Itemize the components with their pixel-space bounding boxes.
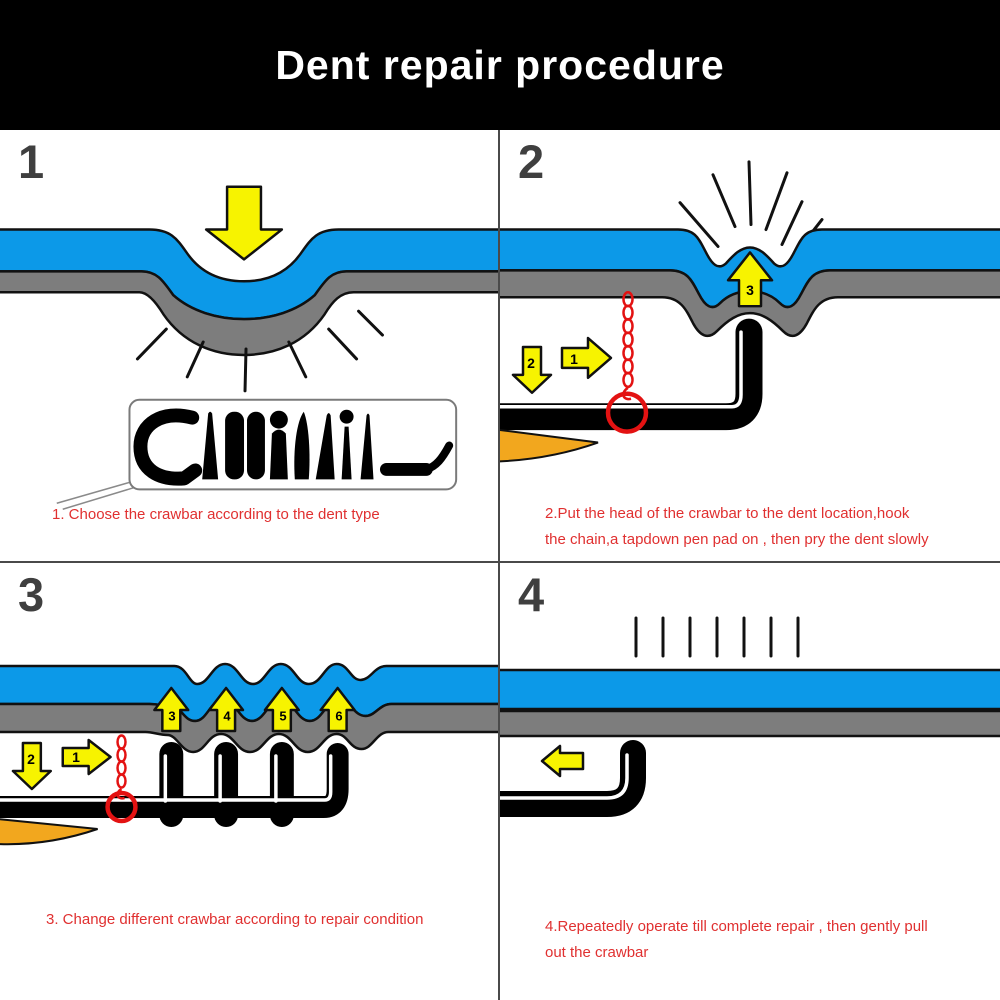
arrow-label-down: 2 xyxy=(27,751,35,767)
panel-grid: 1 1. Choose the crawbar according to the… xyxy=(0,130,1000,1000)
crowbar-highlight xyxy=(0,754,333,802)
arrow-label-up: 3 xyxy=(746,282,754,298)
caption-line: 4.Repeatedly operate till complete repai… xyxy=(545,918,928,935)
step-caption: 1. Choose the crawbar according to the d… xyxy=(52,502,380,528)
panel-step-1: 1 1. Choose the crawbar according to the… xyxy=(0,130,500,563)
arrow-up xyxy=(207,686,245,733)
crowbar-highlight xyxy=(500,753,629,800)
tool-silhouette-hook-right-tip xyxy=(422,441,454,474)
arrow-label-up: 3 xyxy=(168,708,176,724)
multi-pry-illustration xyxy=(0,662,498,846)
metal-layer xyxy=(500,709,1000,738)
crowbar xyxy=(500,740,646,817)
tool-silhouette-wide-cone xyxy=(315,413,335,480)
pull-arrow xyxy=(540,744,585,778)
panel-step-3: 3 2 1 3 4 5 6 3. Change different crawba… xyxy=(0,563,500,1000)
tool-silhouette-capsule xyxy=(225,411,245,480)
step-number: 4 xyxy=(518,568,545,621)
arrow-label-up: 5 xyxy=(279,708,287,724)
tool-silhouette-ball-body xyxy=(269,429,288,480)
pry-ring xyxy=(105,790,138,824)
page-title: Dent repair procedure xyxy=(275,41,725,88)
step-caption: 2.Put the head of the crawbar to the den… xyxy=(545,501,929,553)
arrow-down xyxy=(11,741,53,791)
arrow-label-right: 1 xyxy=(570,351,578,367)
chain xyxy=(622,291,634,401)
arrow-label-up: 4 xyxy=(223,708,231,724)
arrow-label-right: 1 xyxy=(72,749,80,765)
panel-step-2: 2 2 1 3 2.Put the head of the crawbar to… xyxy=(500,130,1000,563)
tapdown-pad xyxy=(500,428,599,463)
arrow-label-down: 2 xyxy=(527,355,535,371)
arrow-up xyxy=(153,686,190,733)
step-number: 2 xyxy=(518,135,545,188)
tool-silhouette-blade xyxy=(294,411,310,480)
arrow-label-up: 6 xyxy=(335,708,343,724)
caption-line: 2.Put the head of the crawbar to the den… xyxy=(545,505,910,522)
panel-step-4: 4 4.Repeatedly operate till complete rep… xyxy=(500,563,1000,1000)
arrow-up xyxy=(263,686,301,733)
tool-silhouette-cone xyxy=(202,411,219,480)
arrow-up xyxy=(726,251,774,308)
shine-lines xyxy=(678,160,824,253)
tool-silhouette-thin-cone xyxy=(360,413,374,480)
pry-dent-illustration xyxy=(500,160,1000,463)
step-number: 3 xyxy=(18,568,45,621)
caption-line: 1. Choose the crawbar according to the d… xyxy=(52,506,380,523)
step-caption: 4.Repeatedly operate till complete repai… xyxy=(545,914,928,966)
arrow-down xyxy=(511,345,553,395)
tapdown-pad xyxy=(0,818,98,846)
pry-arrows xyxy=(153,686,356,733)
tool-silhouette-pin-stem xyxy=(341,426,352,480)
impact-arrow xyxy=(204,185,284,261)
finished-repair-illustration xyxy=(500,616,1000,817)
tool-silhouette-capsule xyxy=(247,411,265,480)
step-caption: 3. Change different crawbar according to… xyxy=(46,907,423,933)
paint-layer xyxy=(500,668,1000,711)
tick-marks xyxy=(634,616,800,658)
callout-tail xyxy=(56,479,142,510)
step-number: 1 xyxy=(18,135,45,188)
caption-line: the chain,a tapdown pen pad on , then pr… xyxy=(545,531,929,548)
metal-layer xyxy=(0,270,498,357)
crowbar xyxy=(500,318,763,431)
toolkit-tools xyxy=(133,408,454,486)
crowbar-bar xyxy=(0,743,349,818)
tool-silhouette-pin-ball xyxy=(339,409,354,424)
arrow-up xyxy=(319,686,356,733)
crowbar-highlight xyxy=(500,330,743,409)
tool-silhouette-hook-left xyxy=(133,408,203,486)
arrow-right xyxy=(560,336,613,380)
dent-type-illustration xyxy=(0,185,498,510)
tool-silhouette-ball-tip xyxy=(269,410,288,429)
pry-ring xyxy=(605,391,649,434)
caption-line: 3. Change different crawbar according to… xyxy=(46,911,424,928)
shine-lines xyxy=(135,309,384,393)
header-bar: Dent repair procedure xyxy=(0,0,1000,130)
chain xyxy=(116,734,127,800)
caption-line: out the crawbar xyxy=(545,944,649,961)
arrow-right xyxy=(61,738,112,776)
multi-prong-crowbar xyxy=(0,742,349,827)
